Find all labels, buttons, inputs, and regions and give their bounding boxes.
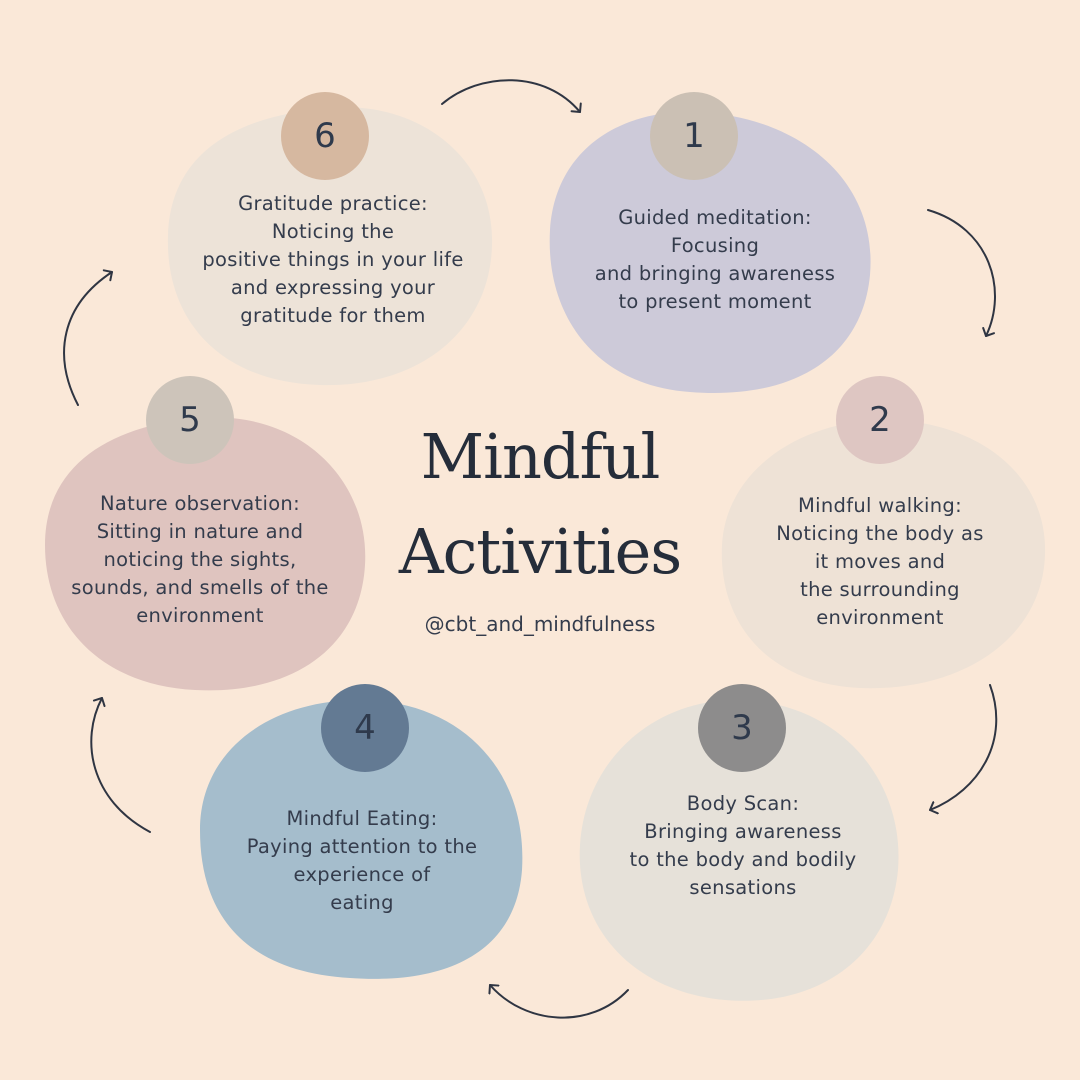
step-5-line: Sitting in nature and — [96, 520, 304, 543]
title-line-2: Activities — [398, 515, 682, 588]
step-3-heading: Body Scan: — [686, 792, 800, 815]
step-6-line: Noticing the — [271, 220, 395, 243]
arrow-2-to-3 — [929, 684, 998, 815]
step-5-label: Nature observation: Sitting in nature an… — [50, 490, 350, 630]
step-2-line: Noticing the body as — [776, 522, 984, 545]
step-3-number: 3 — [698, 684, 786, 772]
step-4-number: 4 — [321, 684, 409, 772]
arrow-5-to-6 — [63, 269, 113, 406]
social-handle: @cbt_and_mindfulness — [424, 612, 656, 636]
blob-step-2 — [721, 419, 1046, 689]
step-6-number: 6 — [281, 92, 369, 180]
blob-step-6 — [167, 107, 493, 386]
step-5-line: sounds, and smells of the — [71, 576, 329, 599]
step-4-line: Paying attention to the — [246, 835, 478, 858]
step-6-heading: Gratitude practice: — [238, 192, 428, 215]
step-3-line: sensations — [689, 876, 797, 899]
step-5-heading: Nature observation: — [100, 492, 300, 515]
step-2-number: 2 — [836, 376, 924, 464]
step-1-label: Guided meditation: Focusing and bringing… — [565, 204, 865, 316]
step-5-line: noticing the sights, — [103, 548, 297, 571]
step-5-number: 5 — [146, 376, 234, 464]
step-1-number: 1 — [650, 92, 738, 180]
step-1-heading: Guided meditation: — [618, 206, 812, 229]
blob-step-1 — [549, 111, 871, 394]
arrow-6-to-1 — [441, 79, 582, 113]
step-4-heading: Mindful Eating: — [286, 807, 438, 830]
arrow-3-to-4 — [488, 984, 629, 1019]
step-4-label: Mindful Eating: Paying attention to the … — [212, 805, 512, 917]
step-3-line: to the body and bodily — [629, 848, 857, 871]
step-1-line: and bringing awareness — [594, 262, 836, 285]
step-4-line: experience of — [293, 863, 431, 886]
step-2-line: the surrounding — [800, 578, 960, 601]
step-1-line: to present moment — [618, 290, 812, 313]
title-line-1: Mindful — [420, 420, 661, 493]
step-6-line: gratitude for them — [240, 304, 426, 327]
step-5-line: environment — [136, 604, 264, 627]
step-6-label: Gratitude practice: Noticing the positiv… — [183, 190, 483, 330]
step-2-label: Mindful walking: Noticing the body as it… — [730, 492, 1030, 632]
step-3-label: Body Scan: Bringing awareness to the bod… — [593, 790, 893, 902]
step-6-line: and expressing your — [230, 276, 436, 299]
arrow-1-to-2 — [927, 209, 996, 337]
step-4-line: eating — [330, 891, 394, 914]
step-2-line: environment — [816, 606, 944, 629]
blob-step-4 — [200, 700, 523, 979]
blob-step-5 — [45, 417, 366, 691]
step-2-heading: Mindful walking: — [798, 494, 962, 517]
step-6-line: positive things in your life — [202, 248, 464, 271]
step-2-line: it moves and — [814, 550, 946, 573]
arrow-4-to-5 — [90, 697, 151, 833]
blob-step-3 — [579, 699, 899, 1001]
step-1-line: Focusing — [670, 234, 760, 257]
step-3-line: Bringing awareness — [644, 820, 842, 843]
